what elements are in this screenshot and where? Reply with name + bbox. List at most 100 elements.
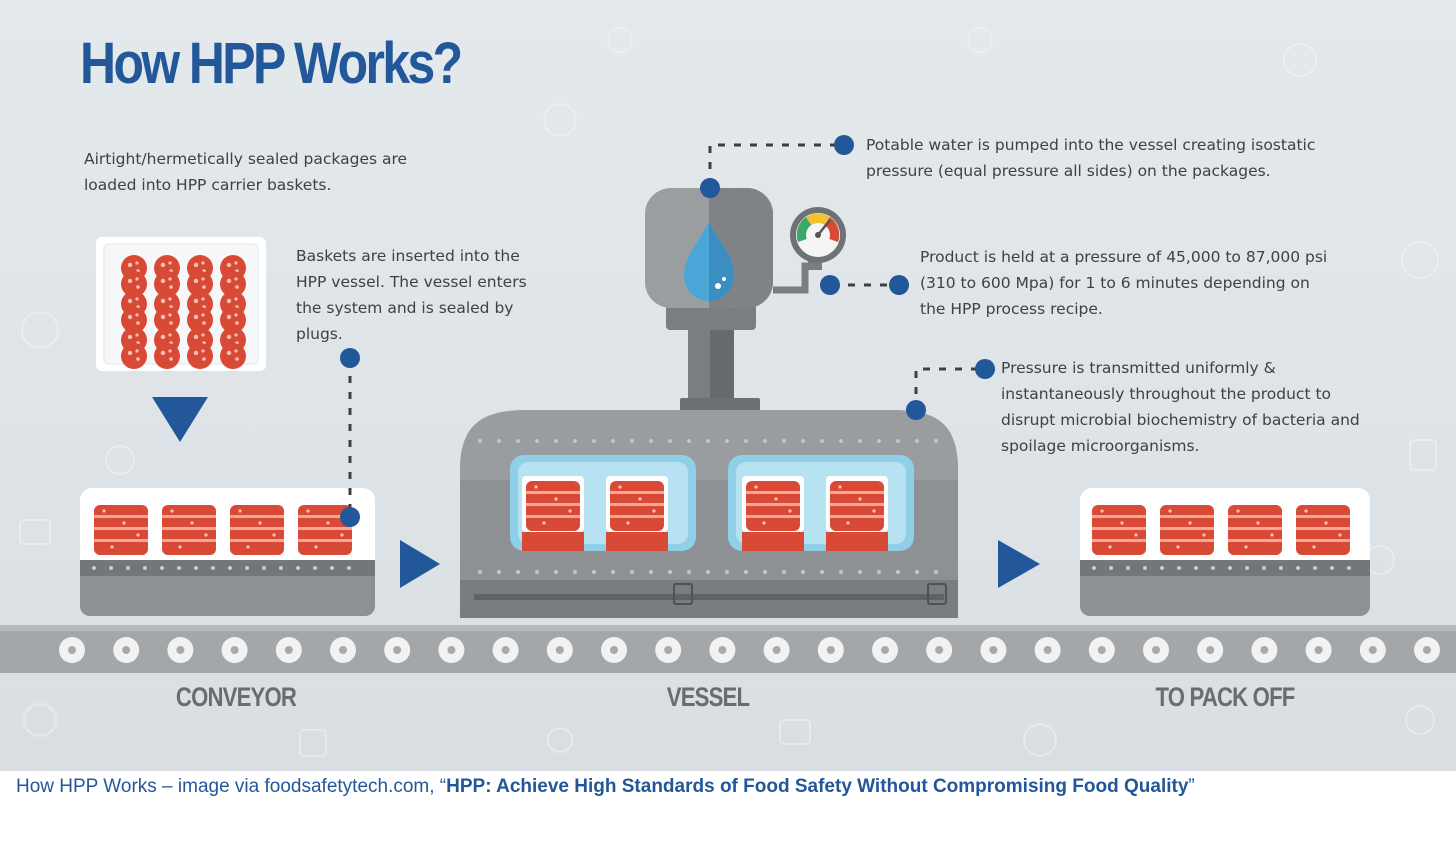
caption-article-link[interactable]: HPP: Achieve High Standards of Food Safe… — [446, 776, 1189, 797]
vessel-rivet — [687, 439, 691, 443]
conveyor-roller — [763, 637, 790, 663]
basket-rivet — [143, 566, 147, 570]
conveyor-roller — [601, 637, 627, 663]
vessel-rivet — [801, 439, 805, 443]
vessel-rivet — [592, 570, 596, 574]
vessel-rivet — [839, 439, 843, 443]
vessel-rivet — [877, 439, 881, 443]
note-loading: Airtight/hermetically sealed packages ar… — [84, 150, 408, 194]
conveyor-roller — [655, 637, 682, 663]
pressure-gauge-icon — [773, 207, 846, 294]
vessel-rivet — [801, 570, 805, 574]
basket-rivet — [1160, 566, 1164, 570]
vessel-rivet — [744, 570, 748, 574]
callout-lines — [348, 143, 980, 512]
vessel-rivet — [554, 570, 558, 574]
conveyor-roller — [1414, 637, 1440, 663]
basket-rivet — [296, 566, 300, 570]
basket-rivet — [330, 566, 334, 570]
vessel-rivet — [478, 439, 482, 443]
conveyor-roller — [1143, 637, 1169, 663]
basket-rivet — [245, 566, 249, 570]
vessel-rivet — [782, 439, 786, 443]
vessel-rivet — [573, 439, 577, 443]
conveyor-roller — [1359, 637, 1386, 663]
conveyor-roller — [926, 637, 953, 663]
vessel-rivet — [725, 439, 729, 443]
vessel-rivet — [915, 570, 919, 574]
conveyor-roller — [1197, 637, 1224, 663]
pack-off-basket — [1080, 488, 1370, 616]
vessel-rivet — [858, 439, 862, 443]
vessel-rivet — [497, 570, 501, 574]
vessel-rivet — [611, 570, 615, 574]
vessel-rivet — [649, 570, 653, 574]
note-transmit: Pressure is transmitted uniformly & inst… — [1001, 359, 1360, 455]
arrow-down-icon — [152, 397, 208, 442]
background-doodles — [19, 27, 1439, 757]
vessel-rivet — [611, 439, 615, 443]
conveyor-basket — [80, 488, 375, 616]
basket-rivet — [126, 566, 130, 570]
basket-rivet — [1347, 566, 1351, 570]
arrow-right-icon — [400, 540, 440, 588]
vessel-rivet — [630, 439, 634, 443]
basket-rivet — [109, 566, 113, 570]
callout-markers — [340, 135, 995, 527]
basket-rivet — [211, 566, 215, 570]
pepperoni-slice — [154, 343, 180, 369]
caption-suffix: ” — [1188, 776, 1195, 797]
note-water: Potable water is pumped into the vessel … — [866, 136, 1316, 180]
vessel-rivet — [535, 439, 539, 443]
vessel-rivet — [896, 439, 900, 443]
vessel-rivet — [877, 570, 881, 574]
basket-rivet — [1092, 566, 1096, 570]
vessel-rivet — [915, 439, 919, 443]
sealed-package — [96, 237, 266, 371]
conveyor-roller — [221, 637, 248, 663]
vessel-rivet — [516, 439, 520, 443]
note-inserted: Baskets are inserted into the HPP vessel… — [296, 247, 527, 343]
vessel-rivet — [934, 570, 938, 574]
vessel-rivet — [706, 439, 710, 443]
conveyor-roller — [1088, 637, 1115, 663]
conveyor-roller — [330, 637, 356, 663]
vessel-rivet — [896, 570, 900, 574]
basket-rivet — [313, 566, 317, 570]
basket-rivet — [1296, 566, 1300, 570]
vessel-rivet — [782, 570, 786, 574]
caption-prefix: How HPP Works – image via foodsafetytech… — [16, 776, 447, 797]
conveyor-roller — [1251, 637, 1278, 663]
stage-label-pack-off: TO PACK OFF — [1155, 682, 1296, 712]
basket-rivet — [347, 566, 351, 570]
water-drop-icon — [684, 222, 734, 301]
vessel-rivet — [573, 570, 577, 574]
conveyor-roller — [113, 637, 140, 663]
vessel-rivet — [858, 570, 862, 574]
note-pressure: Product is held at a pressure of 45,000 … — [920, 248, 1328, 318]
stage-label-vessel: VESSEL — [666, 682, 750, 712]
hpp-vessel — [460, 410, 958, 618]
conveyor-roller — [709, 637, 736, 663]
vessel-rivet — [763, 439, 767, 443]
conveyor-roller — [1034, 637, 1061, 663]
conveyor-roller — [492, 637, 519, 663]
basket-rivet — [1330, 566, 1334, 570]
basket-rivet — [1143, 566, 1147, 570]
vessel-rivet — [592, 439, 596, 443]
basket-rivet — [1126, 566, 1130, 570]
vessel-rivet — [725, 570, 729, 574]
basket-rivet — [1245, 566, 1249, 570]
basket-rivet — [177, 566, 181, 570]
pepperoni-slice — [121, 343, 147, 369]
vessel-rivet — [820, 570, 824, 574]
pepperoni-slice — [187, 343, 213, 369]
vessel-rivet — [744, 439, 748, 443]
infographic-title: How HPP Works? — [80, 31, 463, 96]
conveyor-roller — [384, 637, 411, 663]
vessel-rivet — [706, 570, 710, 574]
basket-rivet — [1279, 566, 1283, 570]
basket-rivet — [92, 566, 96, 570]
arrow-right-icon — [998, 540, 1040, 588]
vessel-rivet — [820, 439, 824, 443]
